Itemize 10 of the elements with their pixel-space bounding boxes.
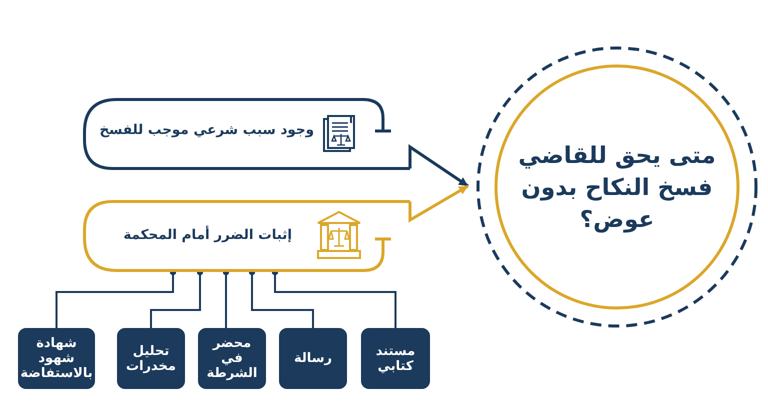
question-text: متى يحق للقاضي فسخ النكاح بدون عوض؟ — [517, 142, 717, 235]
reason-text: إثبات الضرر أمام المحكمة — [123, 227, 292, 243]
evidence-card: مستند كتابي — [361, 328, 430, 389]
reason-text: وجود سبب شرعي موجب للفسخ — [99, 122, 314, 138]
evidence-card: رسالة — [279, 328, 347, 389]
chevron-arrow — [408, 144, 469, 188]
evidence-card: محضر في الشرطة — [198, 328, 266, 389]
evidence-card: شهادة شهود بالاستفاضة — [18, 328, 95, 389]
chevron-arrow — [408, 184, 469, 223]
evidence-card: تحليل مخدرات — [117, 328, 185, 389]
